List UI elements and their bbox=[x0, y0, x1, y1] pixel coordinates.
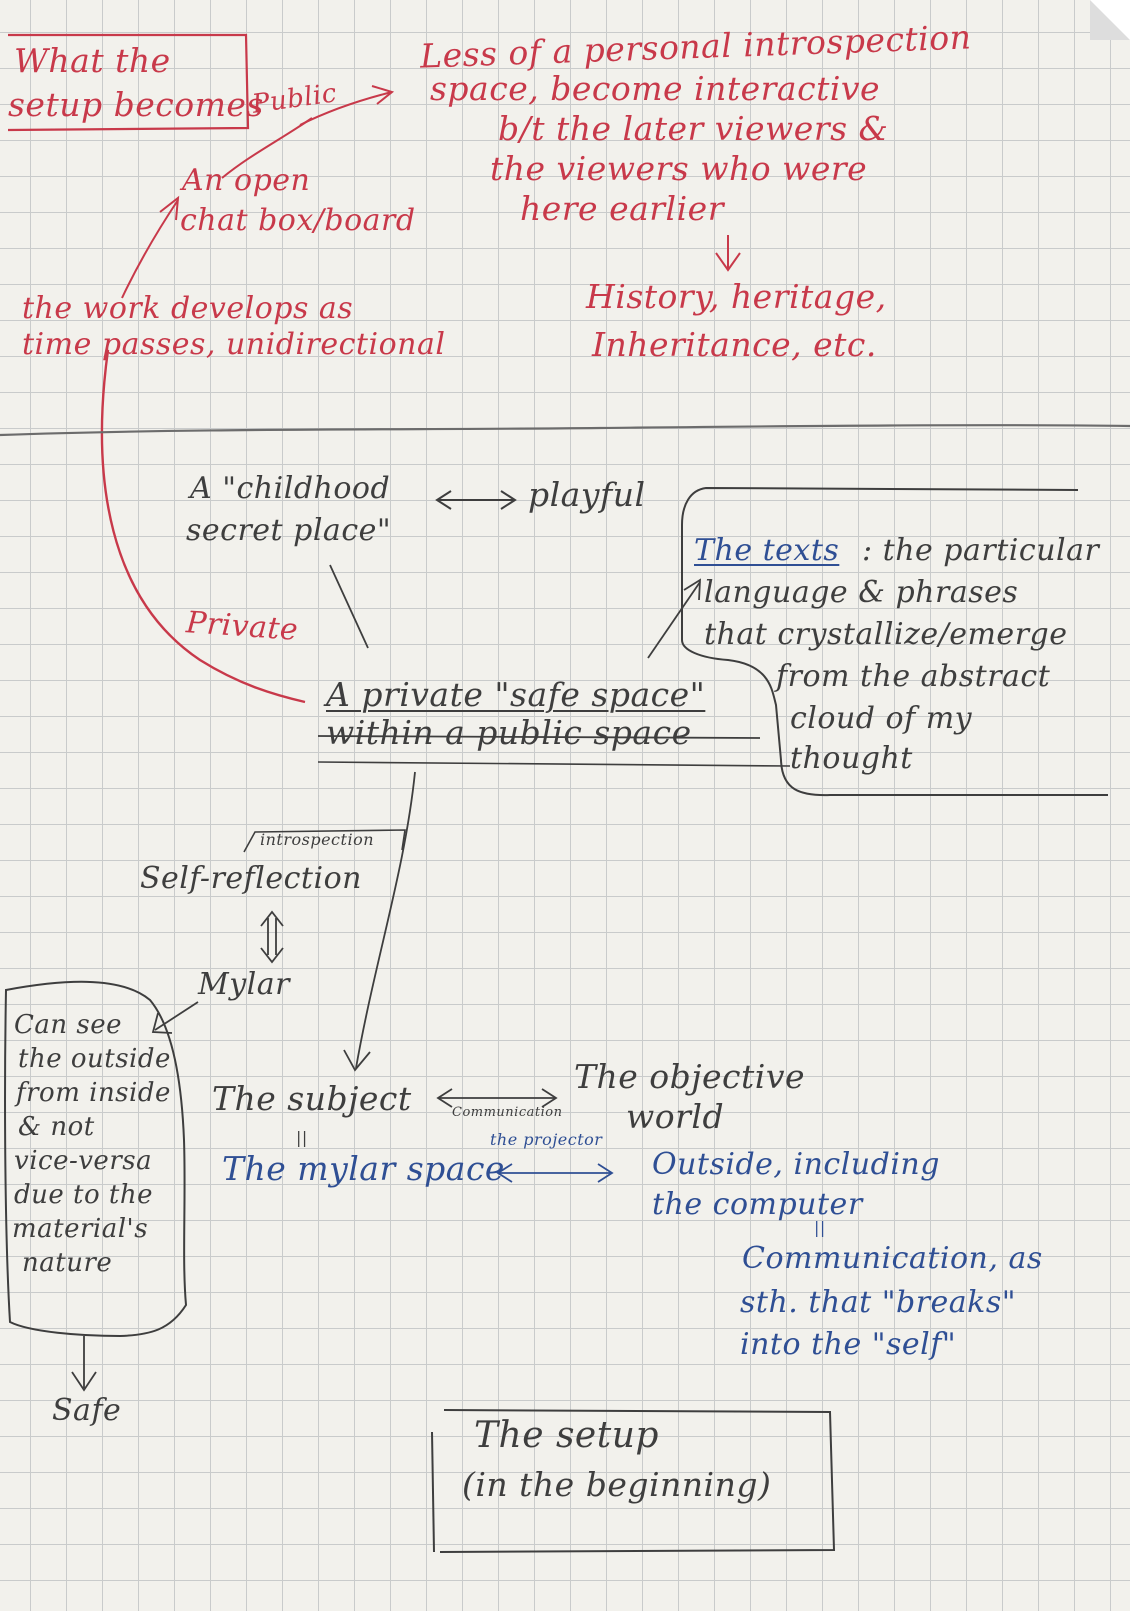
can-see-line: & not bbox=[18, 1112, 95, 1142]
equals-mark-subject: || bbox=[296, 1128, 308, 1147]
less-line2: space, become interactive bbox=[430, 69, 881, 108]
chatbox-to-public-arrow bbox=[221, 117, 313, 179]
objective-line1: The objective bbox=[574, 1057, 806, 1096]
projector-label: the projector bbox=[490, 1130, 603, 1149]
setup-line1: The setup bbox=[474, 1415, 659, 1456]
texts-line5: cloud of my bbox=[790, 701, 973, 736]
open-chat-line2: chat box/board bbox=[180, 203, 416, 238]
outside-line2: the computer bbox=[652, 1187, 863, 1222]
subject-label: The subject bbox=[212, 1079, 412, 1118]
setup-line2: (in the beginning) bbox=[462, 1465, 772, 1504]
open-chat-line1: An open bbox=[182, 163, 311, 198]
setup-box bbox=[439, 1409, 836, 1553]
comm-line2: sth. that "breaks" bbox=[740, 1285, 1017, 1320]
mylar-label: Mylar bbox=[198, 967, 290, 1002]
equals-mark-outside: || bbox=[814, 1218, 826, 1237]
texts-line1: : the particular bbox=[862, 533, 1100, 568]
private-space-line1: A private "safe space" bbox=[326, 675, 706, 714]
can-see-line: from inside bbox=[16, 1078, 171, 1108]
private-curve bbox=[100, 349, 306, 704]
develops-to-chatbox-arrow bbox=[121, 199, 179, 299]
playful: playful bbox=[528, 475, 646, 514]
outside-line1: Outside, including bbox=[652, 1147, 940, 1182]
private-space-line2: within a public space bbox=[326, 713, 692, 752]
self-reflection: Self-reflection bbox=[140, 861, 362, 896]
objective-line2: world bbox=[626, 1097, 725, 1136]
comm-line1: Communication, as bbox=[742, 1241, 1043, 1276]
can-see-line: due to the bbox=[14, 1180, 153, 1210]
less-line3: b/t the later viewers & bbox=[498, 109, 889, 148]
safe-to-texts-arrow bbox=[647, 581, 701, 659]
page-corner-fold bbox=[1090, 0, 1130, 40]
private-label: Private bbox=[184, 605, 300, 648]
texts-line4: from the abstract bbox=[776, 659, 1051, 694]
heading-line2: setup becomes bbox=[8, 85, 264, 124]
texts-line3: that crystallize/emerge bbox=[704, 617, 1068, 652]
less-line4: the viewers who were bbox=[490, 149, 868, 188]
can-see-bubble bbox=[4, 980, 188, 1338]
texts-label: The texts bbox=[694, 533, 840, 568]
safe-label: Safe bbox=[52, 1393, 122, 1428]
less-line5: here earlier bbox=[520, 189, 724, 228]
mylar-space: The mylar space bbox=[222, 1149, 505, 1188]
childhood-link bbox=[329, 564, 369, 649]
childhood-line1: A "childhood bbox=[190, 471, 391, 506]
communication-small: Communication bbox=[452, 1105, 563, 1120]
comm-line3: into the "self" bbox=[740, 1327, 957, 1362]
texts-line6: thought bbox=[790, 741, 913, 776]
texts-line2: language & phrases bbox=[704, 575, 1019, 610]
safe-to-subject-arrow bbox=[355, 771, 416, 1069]
section-divider bbox=[0, 424, 1130, 437]
can-see-line: material's bbox=[12, 1214, 149, 1244]
heading-line1: What the bbox=[14, 41, 171, 80]
heading-box bbox=[7, 33, 250, 132]
can-see-line: Can see bbox=[14, 1010, 123, 1040]
texts-bracket bbox=[681, 486, 1108, 797]
develops-line2: time passes, unidirectional bbox=[22, 327, 446, 362]
history-line2: Inheritance, etc. bbox=[592, 325, 877, 364]
can-see-line: vice-versa bbox=[14, 1146, 153, 1176]
develops-line1: the work develops as bbox=[22, 291, 354, 326]
can-see-line: the outside bbox=[18, 1044, 171, 1074]
history-line1: History, heritage, bbox=[586, 277, 887, 316]
childhood-line2: secret place" bbox=[186, 513, 392, 548]
can-see-line: nature bbox=[22, 1248, 113, 1278]
reflection-mylar-arrow bbox=[267, 918, 277, 955]
introspection: introspection bbox=[260, 830, 374, 849]
mylar-to-bubble-arrow bbox=[154, 1001, 199, 1031]
